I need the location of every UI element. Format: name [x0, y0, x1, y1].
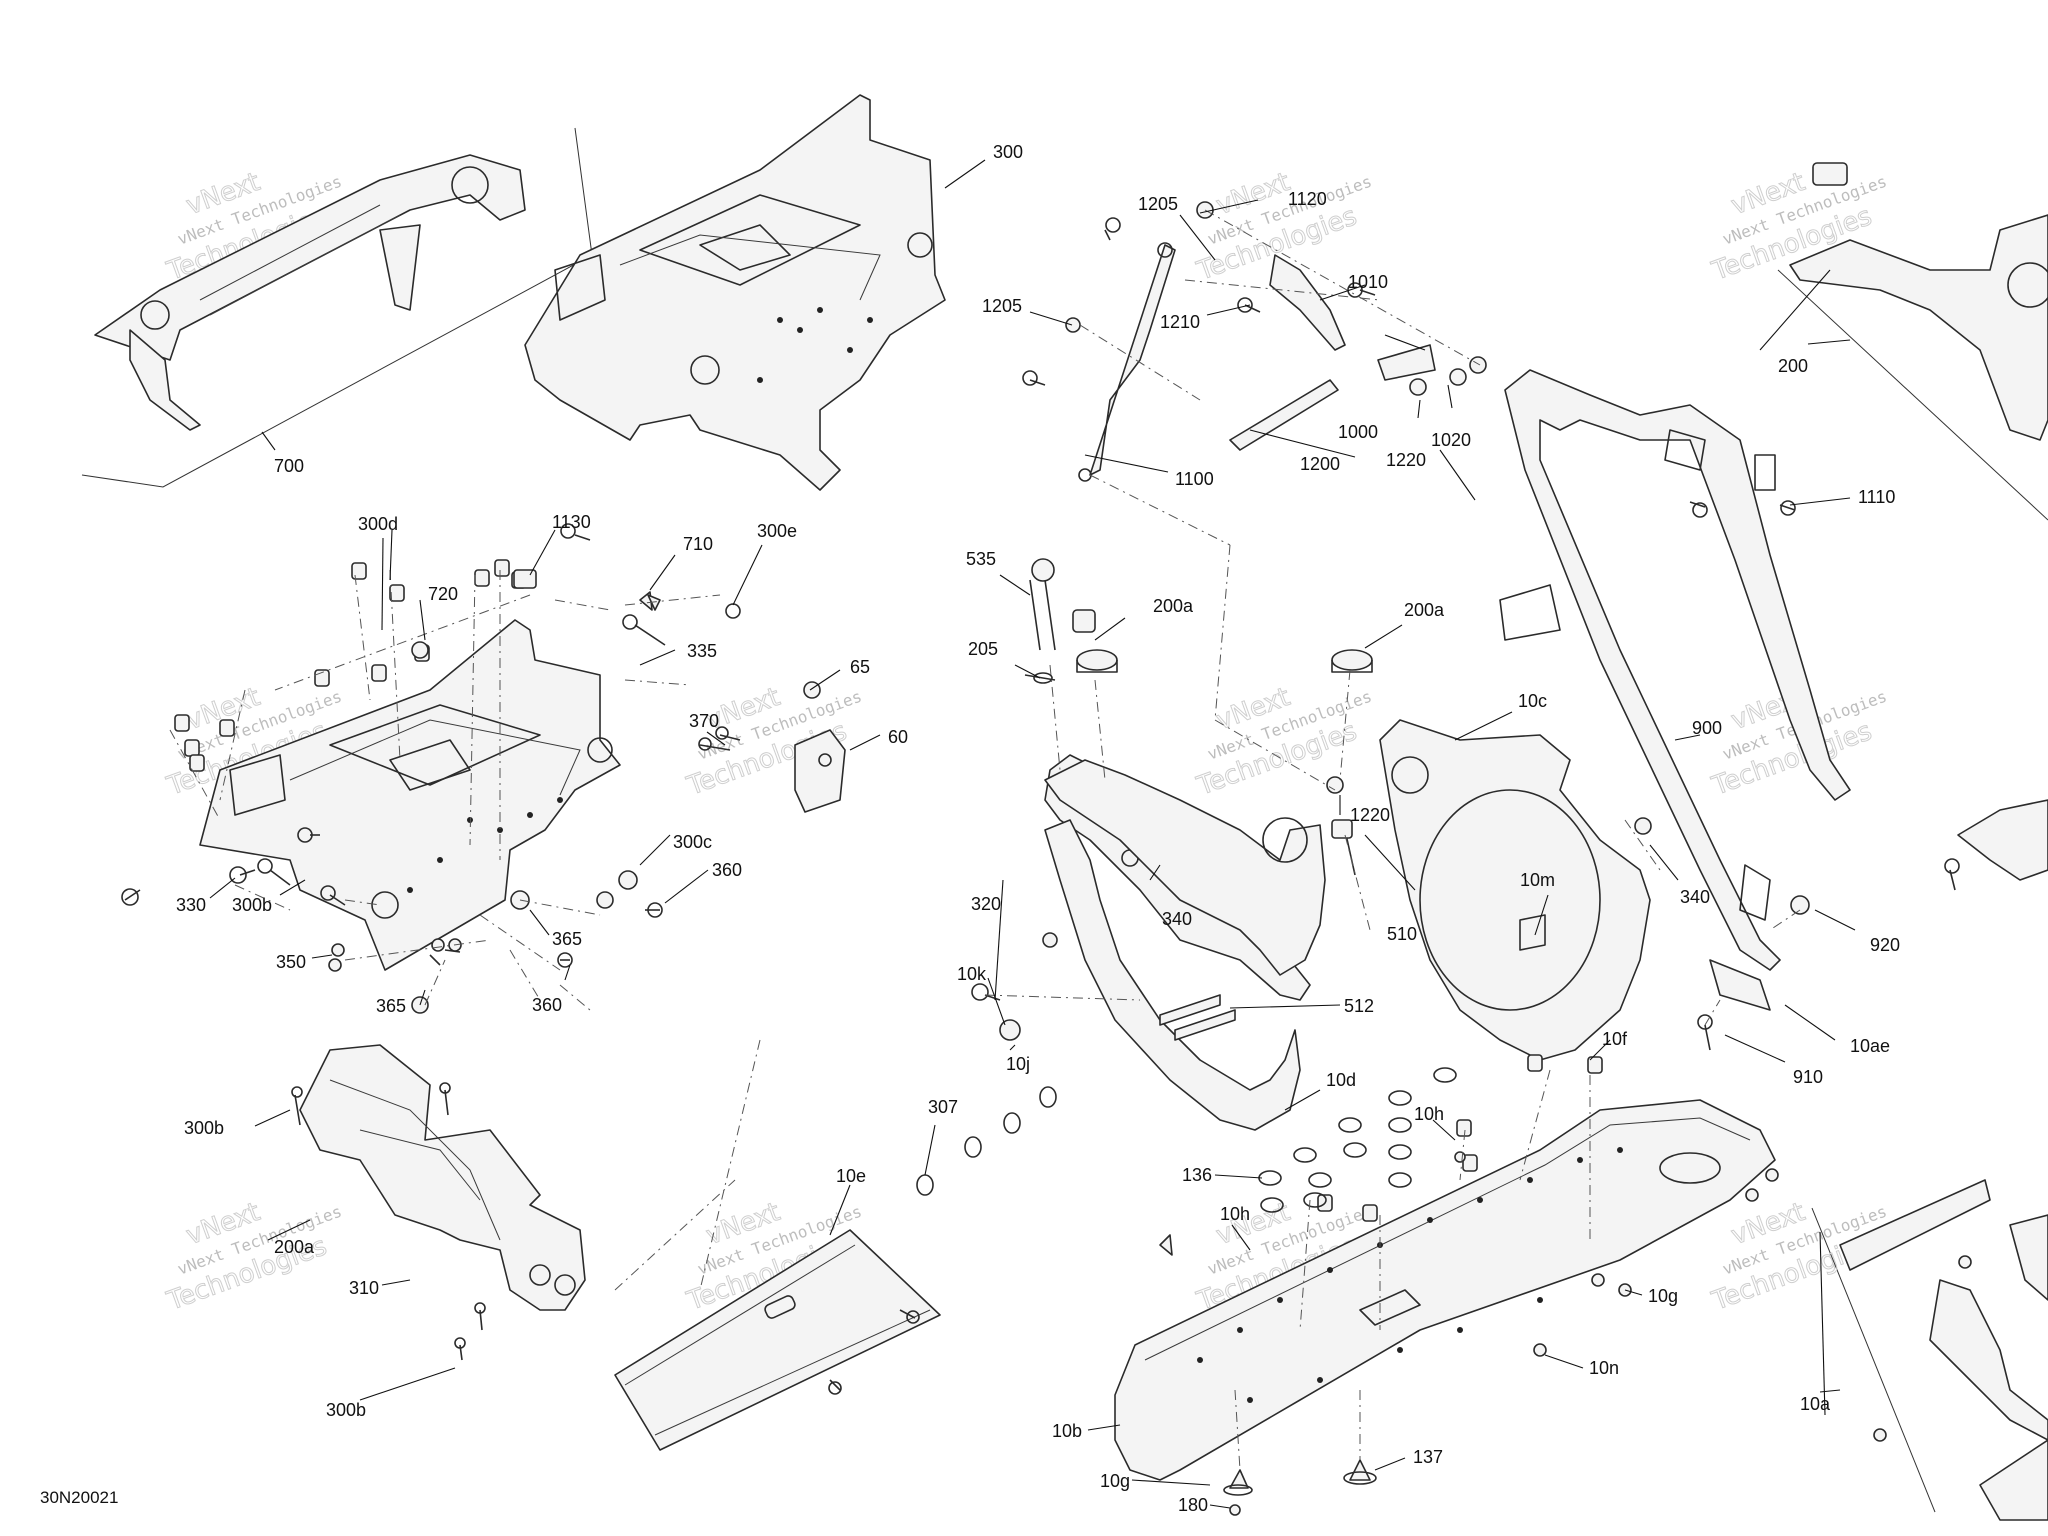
callout-200a: 200a	[1153, 596, 1194, 616]
callout-10ae: 10ae	[1850, 1036, 1890, 1056]
callout-10a: 10a	[1800, 1394, 1831, 1414]
callout-512: 512	[1344, 996, 1374, 1016]
callout-10f: 10f	[1602, 1029, 1628, 1049]
callout-370: 370	[689, 711, 719, 731]
callout-330: 330	[176, 895, 206, 915]
callout-10b: 10b	[1052, 1421, 1082, 1441]
callout-300c: 300c	[673, 832, 712, 852]
callout-10j: 10j	[1006, 1054, 1030, 1074]
callout-1020: 1020	[1431, 430, 1471, 450]
callout-1120: 1120	[1288, 189, 1327, 209]
callout-137: 137	[1413, 1447, 1443, 1467]
callout-10g: 10g	[1648, 1286, 1678, 1306]
callout-365: 365	[376, 996, 406, 1016]
callout-1210: 1210	[1160, 312, 1200, 332]
callout-10h: 10h	[1220, 1204, 1250, 1224]
callout-1110: 1110	[1858, 487, 1895, 507]
callout-10k: 10k	[957, 964, 987, 984]
callout-1200: 1200	[1300, 454, 1340, 474]
part-900-front-frame	[1499, 369, 1851, 1051]
callout-360: 360	[712, 860, 742, 880]
callout-labels: 700 300 1205 1120 1010 1205 1210 1000 10…	[176, 142, 1900, 1515]
group-separators	[81, 127, 2048, 1513]
callout-1010: 1010	[1348, 272, 1388, 292]
callout-136: 136	[1182, 1165, 1212, 1185]
callout-1220: 1220	[1350, 805, 1390, 825]
part-200a-front-ring	[1024, 558, 1373, 976]
callout-65: 65	[850, 657, 870, 677]
part-300-chassis-upper	[524, 94, 946, 491]
part-300b-lower-assembly	[291, 1044, 586, 1361]
part-10a-bumper	[1839, 1179, 2048, 1521]
callout-200a: 200a	[274, 1237, 315, 1257]
callout-1000: 1000	[1338, 422, 1378, 442]
callout-10m: 10m	[1520, 870, 1555, 890]
callout-335: 335	[687, 641, 717, 661]
part-10c-rear-ring	[1326, 719, 1652, 1061]
callout-10h: 10h	[1414, 1104, 1444, 1124]
part-200-side-frame	[1789, 162, 2048, 891]
callout-300d: 300d	[358, 514, 398, 534]
part-700-rear-frame	[94, 154, 526, 431]
callout-180: 180	[1178, 1495, 1208, 1515]
callout-10n: 10n	[1589, 1358, 1619, 1378]
callout-300b: 300b	[232, 895, 272, 915]
part-300-chassis-exploded	[199, 619, 621, 971]
callout-10e: 10e	[836, 1166, 866, 1186]
callout-350: 350	[276, 952, 306, 972]
part-10b-floor-plate	[1114, 1054, 1779, 1516]
callout-60: 60	[888, 727, 908, 747]
callout-910: 910	[1793, 1067, 1823, 1087]
callout-900: 900	[1692, 718, 1722, 738]
callout-200a: 200a	[1404, 600, 1445, 620]
callout-510: 510	[1387, 924, 1417, 944]
leader-lines	[209, 159, 1856, 1509]
callout-300b: 300b	[184, 1118, 224, 1138]
callout-1130: 1130	[552, 512, 591, 532]
callout-310: 310	[349, 1278, 379, 1298]
callout-300: 300	[993, 142, 1023, 162]
callout-1205: 1205	[982, 296, 1022, 316]
callout-700: 700	[274, 456, 304, 476]
callout-1205: 1205	[1138, 194, 1178, 214]
drawing-reference-number: 30N20021	[40, 1488, 118, 1507]
callout-205: 205	[968, 639, 998, 659]
callout-360: 360	[532, 995, 562, 1015]
callout-300e: 300e	[757, 521, 797, 541]
assembly-centerlines	[169, 209, 1801, 1471]
callout-340: 340	[1162, 909, 1192, 929]
part-307-seals	[916, 1086, 1057, 1196]
callout-307: 307	[928, 1097, 958, 1117]
callout-340: 340	[1680, 887, 1710, 907]
callout-720: 720	[428, 584, 458, 604]
callout-710: 710	[683, 534, 713, 554]
callout-1100: 1100	[1175, 469, 1214, 489]
callout-365: 365	[552, 929, 582, 949]
callout-920: 920	[1870, 935, 1900, 955]
callout-300b: 300b	[326, 1400, 366, 1420]
callout-1220: 1220	[1386, 450, 1426, 470]
callout-535: 535	[966, 549, 996, 569]
callout-320: 320	[971, 894, 1001, 914]
callout-200: 200	[1778, 356, 1808, 376]
callout-10c: 10c	[1518, 691, 1547, 711]
callout-10d: 10d	[1326, 1070, 1356, 1090]
part-10e-panel	[614, 1229, 941, 1451]
callout-10g: 10g	[1100, 1471, 1130, 1491]
